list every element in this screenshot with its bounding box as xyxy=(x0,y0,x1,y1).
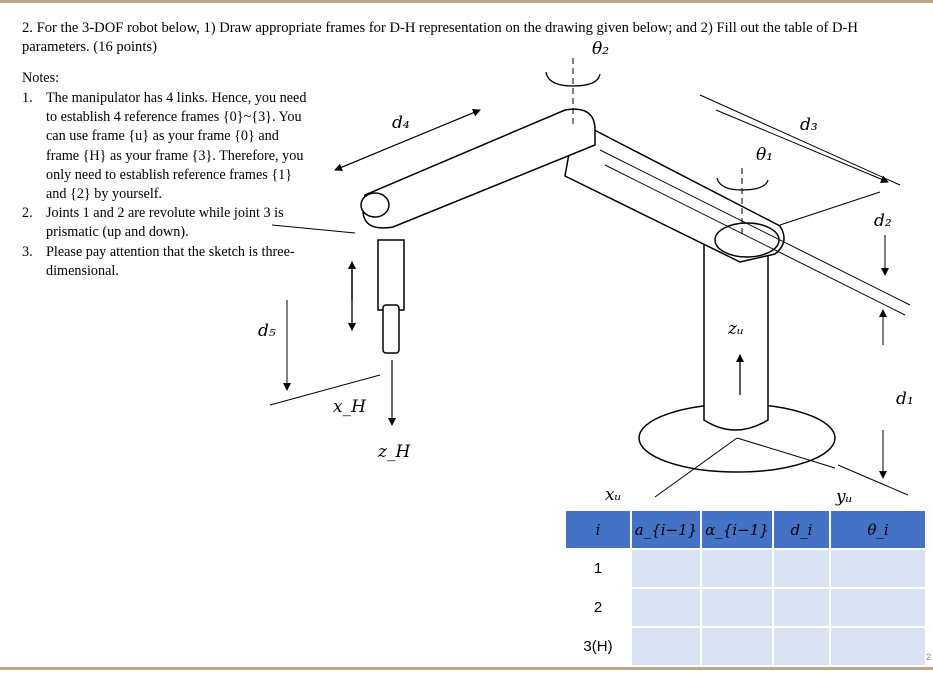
cell-a[interactable] xyxy=(630,626,702,667)
table-row: 1 xyxy=(564,548,927,589)
cell-theta[interactable] xyxy=(829,548,927,589)
label-d3: d₃ xyxy=(800,115,818,135)
tool-shaft xyxy=(377,239,405,311)
label-d4: d₄ xyxy=(392,113,410,133)
label-zu: zᵤ xyxy=(727,319,744,339)
label-theta2: θ₂ xyxy=(592,39,609,59)
cell-d[interactable] xyxy=(772,626,831,667)
dh-parameter-table: i a_{i−1} α_{i−1} d_i θ_i 1 2 3(H) xyxy=(564,509,927,667)
base-column xyxy=(703,245,769,431)
label-yu: yᵤ xyxy=(835,487,852,507)
row-label: 2 xyxy=(564,587,632,628)
upper-arm xyxy=(362,108,596,229)
label-d5: d₅ xyxy=(258,321,276,341)
header-theta: θ_i xyxy=(829,509,927,550)
page-number: 2 xyxy=(926,652,932,662)
label-xh: x_H xyxy=(333,397,367,417)
cell-d[interactable] xyxy=(772,548,831,589)
top-rule xyxy=(0,0,933,3)
notes-title: Notes: xyxy=(22,70,60,86)
note-text: The manipulator has 4 links. Hence, you … xyxy=(46,90,307,203)
label-d1: d₁ xyxy=(896,389,914,409)
note-item: 3.Please pay attention that the sketch i… xyxy=(22,243,295,279)
cell-theta[interactable] xyxy=(829,626,927,667)
cell-alpha[interactable] xyxy=(700,626,774,667)
cell-a[interactable] xyxy=(630,587,702,628)
note-item: 1.The manipulator has 4 links. Hence, yo… xyxy=(22,90,307,203)
header-i: i xyxy=(564,509,632,550)
header-alpha: α_{i−1} xyxy=(700,509,774,550)
notes-list: 1.The manipulator has 4 links. Hence, yo… xyxy=(22,89,307,281)
table-row: 3(H) xyxy=(564,626,927,667)
label-zh: z_H xyxy=(377,442,411,462)
header-d: d_i xyxy=(772,509,831,550)
row-label: 3(H) xyxy=(564,626,632,667)
label-xu: xᵤ xyxy=(605,485,621,505)
cell-alpha[interactable] xyxy=(700,548,774,589)
cell-d[interactable] xyxy=(772,587,831,628)
note-item: 2.Joints 1 and 2 are revolute while join… xyxy=(22,205,284,241)
table-row: 2 xyxy=(564,587,927,628)
cell-theta[interactable] xyxy=(829,587,927,628)
bottom-rule xyxy=(0,667,933,670)
note-text: Joints 1 and 2 are revolute while joint … xyxy=(46,205,284,241)
question-text: 2. For the 3-DOF robot below, 1) Draw ap… xyxy=(22,20,858,55)
label-theta1: θ₁ xyxy=(756,145,773,165)
table-header-row: i a_{i−1} α_{i−1} d_i θ_i xyxy=(564,509,927,550)
cell-alpha[interactable] xyxy=(700,587,774,628)
cell-a[interactable] xyxy=(630,548,702,589)
row-label: 1 xyxy=(564,548,632,589)
label-d2: d₂ xyxy=(874,211,892,231)
header-a: a_{i−1} xyxy=(630,509,702,550)
note-text: Please pay attention that the sketch is … xyxy=(46,243,295,279)
